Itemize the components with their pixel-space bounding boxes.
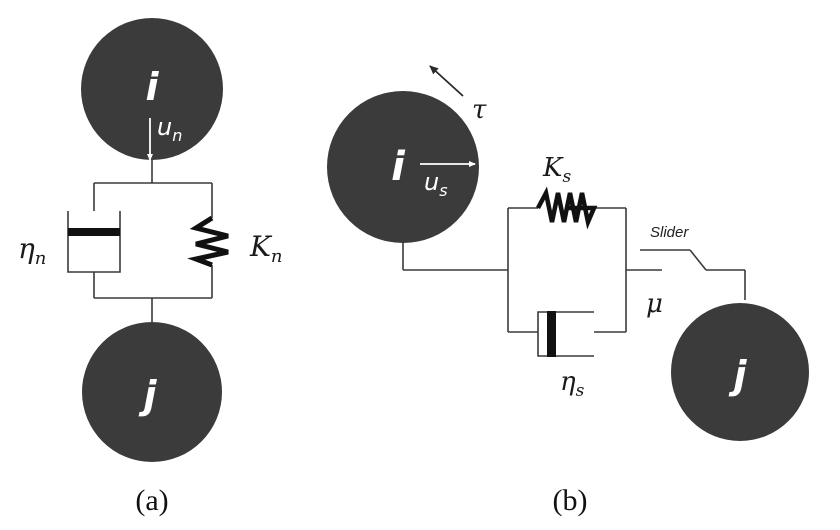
- particle-i-a: [81, 18, 223, 160]
- caption-a: (a): [135, 484, 168, 517]
- shear-spring-label: Ks: [542, 153, 571, 187]
- shear-spring: [536, 186, 598, 230]
- normal-spring-label: Kn: [249, 230, 283, 267]
- particle-j-b-label: j: [728, 353, 747, 397]
- friction-label: μ: [646, 289, 663, 319]
- friction-slider: [640, 249, 746, 300]
- panel-b: τ i us Ks: [327, 65, 809, 517]
- torque-label: τ: [472, 95, 487, 125]
- particle-i-b-label: i: [391, 144, 406, 190]
- normal-displacement-label: un: [157, 113, 182, 145]
- torque-arrow: [429, 65, 464, 97]
- normal-damper: [67, 211, 121, 273]
- panel-a: i un ηn: [18, 18, 283, 517]
- shear-damper: [537, 311, 594, 357]
- shear-damper-label: ηs: [560, 367, 585, 401]
- normal-damper-label: ηn: [18, 232, 46, 269]
- particle-j-a: [82, 322, 222, 462]
- particle-j-b: [671, 303, 809, 441]
- caption-b: (b): [553, 484, 588, 517]
- shear-displacement-label: us: [424, 168, 448, 200]
- particle-i-b: [327, 91, 479, 243]
- particle-j-a-label: j: [138, 373, 157, 417]
- normal-spring: [187, 215, 229, 268]
- particle-i-a-label: i: [145, 65, 159, 109]
- slider-label: Slider: [650, 224, 689, 241]
